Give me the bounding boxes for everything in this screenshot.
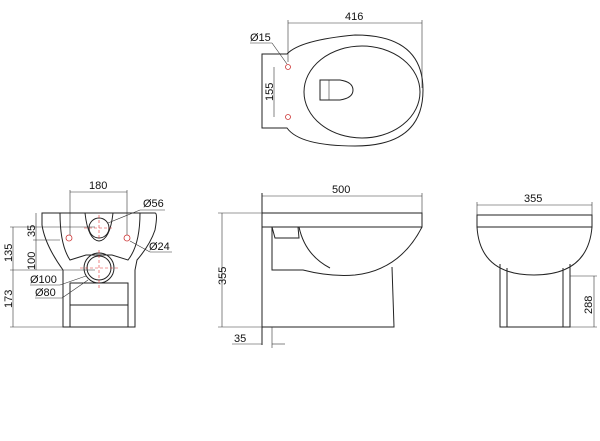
top-width-label: 416	[345, 11, 363, 23]
seat-hole	[285, 114, 291, 120]
wall-gap-label: 35	[234, 333, 246, 345]
end-width-label: 355	[524, 193, 542, 205]
inlet-outer-label: Ø100	[30, 274, 57, 286]
depth-label: 500	[332, 184, 350, 196]
seat-hole	[285, 64, 291, 70]
front-width-label: 180	[89, 180, 107, 192]
mid-offset-label: 100	[26, 252, 38, 270]
pedestal-height-label: 288	[583, 296, 595, 314]
side-view: 500 355 35	[217, 184, 423, 348]
top-view: 416 Ø15 155	[250, 11, 424, 147]
seat-hole-diameter-label: Ø15	[250, 32, 271, 44]
hole-spacing-label: 155	[264, 83, 276, 101]
fixing-hole-label: Ø24	[149, 241, 170, 253]
inlet-inner-label: Ø80	[35, 287, 56, 299]
lower-height-label: 173	[3, 290, 15, 308]
outlet-diameter-label: Ø56	[143, 198, 164, 210]
side-height-label: 355	[217, 267, 229, 285]
top-offset-label: 35	[26, 225, 38, 237]
front-view: 180 Ø56 Ø24 Ø100 Ø80 135 35 100 173	[3, 180, 172, 328]
end-view: 355 288	[476, 193, 597, 328]
upper-height-label: 135	[3, 244, 15, 262]
